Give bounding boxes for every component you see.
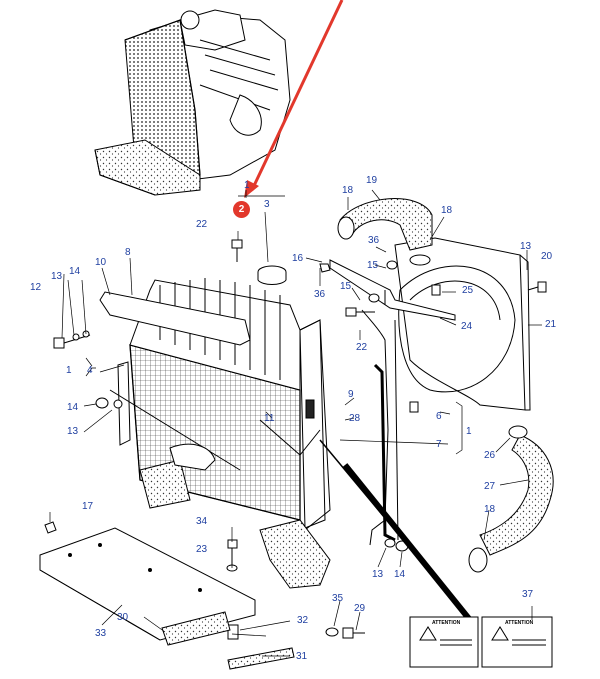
callout-18: 18: [441, 205, 453, 216]
warning-decals: [409, 616, 553, 668]
callout-13: 13: [372, 569, 384, 580]
callout-11: 11: [264, 413, 275, 424]
callout-1: 1: [466, 426, 472, 437]
callout-1: 1: [244, 180, 250, 191]
fasteners: [44, 239, 547, 640]
callout-14: 14: [69, 266, 81, 277]
callout-12: 12: [30, 282, 42, 293]
callout-18: 18: [484, 504, 496, 515]
callout-27: 27: [484, 481, 496, 492]
callout-30: 30: [117, 612, 129, 623]
callout-10: 10: [95, 257, 107, 268]
bottom-plate: [39, 527, 256, 646]
lower-hose: [468, 425, 554, 573]
callout-36: 36: [314, 289, 326, 300]
callout-14: 14: [394, 569, 406, 580]
callout-15: 15: [367, 260, 379, 271]
callout-15: 15: [340, 281, 352, 292]
callout-7: 7: [436, 439, 442, 450]
callout-16: 16: [292, 253, 304, 264]
callout-14: 14: [67, 402, 79, 413]
callout-20: 20: [541, 251, 553, 262]
callout-29: 29: [354, 603, 366, 614]
highlighted-part-badge: 2: [233, 201, 250, 218]
engine-inset: [94, 9, 291, 196]
callout-32: 32: [297, 615, 309, 626]
callout-34: 34: [196, 516, 208, 527]
radiator: [99, 265, 331, 589]
callout-13: 13: [520, 241, 532, 252]
leader-lines: [49, 189, 542, 657]
callout-31: 31: [296, 651, 308, 662]
callout-36: 36: [368, 235, 380, 246]
upper-hose: [337, 198, 433, 266]
callout-25: 25: [462, 285, 474, 296]
pointer-arrow: [244, 0, 344, 198]
callout-13: 13: [67, 426, 79, 437]
callout-37: 37: [522, 589, 534, 600]
callout-28: 28: [349, 413, 361, 424]
callout-3: 3: [264, 199, 270, 210]
callout-35: 35: [332, 593, 344, 604]
callout-26: 26: [484, 450, 496, 461]
callout-24: 24: [461, 321, 473, 332]
small-hose: [227, 647, 295, 670]
callout-4: 4: [87, 365, 93, 376]
callout-18: 18: [342, 185, 354, 196]
callout-8: 8: [125, 247, 131, 258]
warning-decal-title: ATTENTION: [505, 620, 534, 626]
callout-19: 19: [366, 175, 378, 186]
callout-17: 17: [82, 501, 94, 512]
callout-13: 13: [51, 271, 63, 282]
decal-leader: [319, 439, 473, 622]
callout-21: 21: [545, 319, 557, 330]
warning-decal-title: ATTENTION: [432, 620, 461, 626]
callout-9: 9: [348, 389, 354, 400]
overflow-pipe: [361, 309, 399, 546]
mounting-bracket-24: [329, 259, 456, 321]
callout-22: 22: [196, 219, 208, 230]
callout-23: 23: [196, 544, 208, 555]
callout-33: 33: [95, 628, 107, 639]
fan-shroud: [394, 237, 531, 411]
callout-1: 1: [66, 365, 72, 376]
callout-6: 6: [436, 411, 442, 422]
callout-22: 22: [356, 342, 368, 353]
